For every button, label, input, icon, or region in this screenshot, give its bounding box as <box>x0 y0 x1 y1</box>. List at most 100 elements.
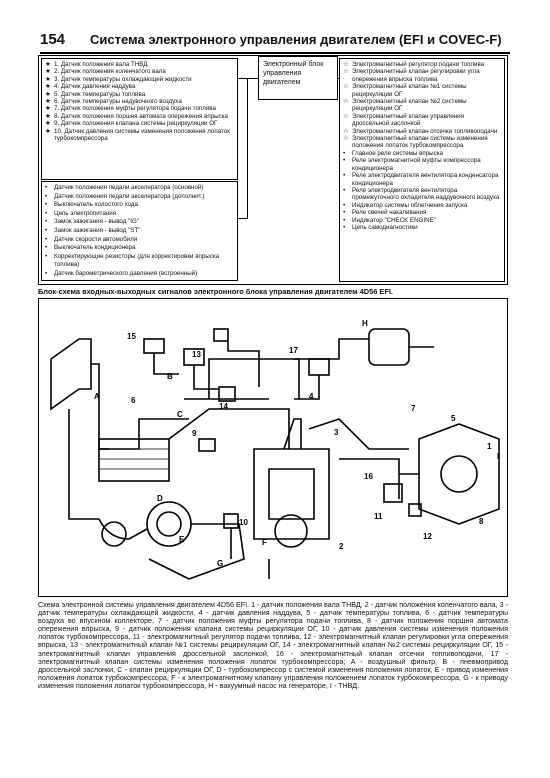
list-item: •Датчик положения педали акселератора (о… <box>45 184 234 193</box>
list-item: ★5. Датчик температуры топлива <box>45 91 234 98</box>
engine-block <box>253 448 330 540</box>
list-text: 4. Датчик давления наддува <box>54 83 136 91</box>
list-item: •Реле электродвигателя вентилятора конде… <box>343 172 501 187</box>
list-item: ★10. Датчик давления системы изменения п… <box>45 128 234 143</box>
label-8: 8 <box>479 517 484 526</box>
list-item: • Замок зажигания - вывод "IG" <box>45 218 234 227</box>
label-c: C <box>177 410 183 419</box>
sensor-inputs-box: ★1. Датчик положения вала ТНВД★2. Датчик… <box>41 58 238 180</box>
list-item: ★1. Датчик положения вала ТНВД <box>45 61 234 68</box>
list-text: Реле электродвигателя вентилятора промеж… <box>352 186 500 202</box>
list-marker: • <box>45 226 48 234</box>
page-number: 154 <box>40 31 66 48</box>
list-marker: ★ <box>45 127 51 135</box>
list-marker: • <box>343 223 346 231</box>
list-text: Электромагнитный клапан №1 системы рецир… <box>352 83 467 98</box>
list-marker: ☆ <box>343 135 349 143</box>
label-f: F <box>262 538 267 547</box>
list-item: ★7. Датчик положения муфты регулятора по… <box>45 105 234 112</box>
list-text: Электромагнитный клапан №2 системы рецир… <box>352 98 467 113</box>
label-3: 3 <box>334 428 339 437</box>
list-text: Индикатор "CHECK ENGINE" <box>352 216 436 224</box>
list-item: ★8. Датчик положения поршня автомата опе… <box>45 113 234 120</box>
list-marker: ★ <box>45 90 51 98</box>
list-marker: • <box>45 218 48 226</box>
list-item: ☆Электромагнитный клапан №1 системы реци… <box>343 83 501 98</box>
list-marker: • <box>343 149 346 157</box>
solenoid-16 <box>383 483 403 503</box>
label-15: 15 <box>127 332 136 341</box>
solenoid-15 <box>143 338 165 354</box>
label-5: 5 <box>451 414 456 423</box>
solenoid-17 <box>308 358 330 376</box>
block-diagram-caption: Блок-схема входных-выходных сигналов эле… <box>38 287 393 296</box>
list-text: 8. Датчик положения поршня автомата опер… <box>54 112 228 120</box>
label-16: 16 <box>364 472 373 481</box>
list-text: 2. Датчик положения коленчатого вала <box>54 68 166 76</box>
intercooler <box>98 438 170 482</box>
list-text: 10. Датчик давления системы изменения по… <box>54 127 230 143</box>
list-marker: ☆ <box>343 68 349 76</box>
io-block-diagram: ★1. Датчик положения вала ТНВД★2. Датчик… <box>38 55 508 285</box>
list-text: Индикатор системы облегчения запуска <box>352 201 468 209</box>
label-h: H <box>362 319 368 328</box>
list-text: Реле свечей накаливания <box>352 209 427 217</box>
label-1: 1 <box>487 442 492 451</box>
engine-schematic-drawing: A B C D E F G H I 1 2 3 4 5 6 7 8 9 10 1… <box>50 319 500 580</box>
list-marker: • <box>343 157 346 165</box>
label-g: G <box>217 559 223 568</box>
list-item: •Главное реле системы впрыска <box>343 150 501 157</box>
list-marker: • <box>45 209 48 217</box>
list-item: ☆Электромагнитный клапан отсечки топливо… <box>343 128 501 135</box>
list-item: ★3. Датчик температуры охлаждающей жидко… <box>45 76 234 83</box>
list-text: Цепь электропитания <box>54 209 117 217</box>
connector-line <box>338 78 339 79</box>
list-text: Электромагнитный клапан регулировки угла… <box>352 68 480 83</box>
list-item: ☆Электромагнитный клапан системы изменен… <box>343 135 501 150</box>
vacuum-pump <box>368 328 410 366</box>
list-marker: • <box>343 201 346 209</box>
sensor-10 <box>223 513 239 529</box>
list-text: 6. Датчик температуры надувочного воздух… <box>54 98 182 106</box>
label-10: 10 <box>239 518 248 527</box>
list-item: • Датчик положения педали акселератора (д… <box>45 193 234 202</box>
label-9: 9 <box>192 429 197 438</box>
list-item: •Индикатор "CHECK ENGINE" <box>343 217 501 224</box>
switch-inputs-list: • Датчик положения педали акселератора (о… <box>42 182 237 281</box>
list-text: Электромагнитный клапан управления дросс… <box>352 112 464 128</box>
list-item: •Реле электромагнитной муфты компрессора… <box>343 157 501 172</box>
list-text: Датчик положения педали акселератора (ос… <box>54 184 204 191</box>
list-item: •Выключатель кондиционера <box>45 244 234 253</box>
page-title: Система электронного управления двигател… <box>90 32 502 47</box>
list-text: 9. Датчик положения клапана системы реци… <box>54 120 218 128</box>
list-text: Выключатель кондиционера <box>54 244 136 252</box>
list-text: Цепь самодиагностики <box>352 223 418 231</box>
list-text: Датчик барометрического давления (встрое… <box>54 269 198 277</box>
list-text: Реле электродвигателя вентилятора конден… <box>352 172 499 187</box>
list-item: • Цепь электропитания <box>45 210 234 219</box>
list-item: •Выключатель холостого хода <box>45 201 234 210</box>
list-item: •Замок зажигания - вывод "ST" <box>45 227 234 236</box>
label-4: 4 <box>309 392 314 401</box>
list-text: 3. Датчик температуры охлаждающей жидкос… <box>54 75 192 83</box>
list-marker: • <box>45 192 48 200</box>
list-item: ★6. Датчик температуры надувочного возду… <box>45 98 234 105</box>
switch-inputs-box: • Датчик положения педали акселератора (о… <box>41 181 238 281</box>
list-marker: ★ <box>45 75 51 83</box>
list-item: • Реле свечей накаливания <box>343 209 501 216</box>
list-marker: • <box>343 209 346 217</box>
label-i: I <box>497 452 499 461</box>
sensor-inputs-list: ★1. Датчик положения вала ТНВД★2. Датчик… <box>42 59 237 144</box>
list-item: ☆Электромагнитный регулятор подачи топли… <box>343 61 501 68</box>
label-e: E <box>179 535 185 544</box>
list-text: Датчик положения педали акселератора (до… <box>54 192 205 200</box>
list-marker: ☆ <box>343 83 349 91</box>
list-item: ☆Электромагнитный клапан №2 системы реци… <box>343 98 501 113</box>
list-item: ★9. Датчик положения клапана системы рец… <box>45 120 234 127</box>
list-marker: ☆ <box>343 112 349 120</box>
list-marker: ★ <box>45 112 51 120</box>
connector-line <box>247 78 248 218</box>
list-item: •Корректирующие резисторы (для корректир… <box>45 253 234 270</box>
actuator-outputs-box: ☆Электромагнитный регулятор подачи топли… <box>339 58 505 282</box>
list-text: Замок зажигания - вывод "IG" <box>54 218 139 226</box>
